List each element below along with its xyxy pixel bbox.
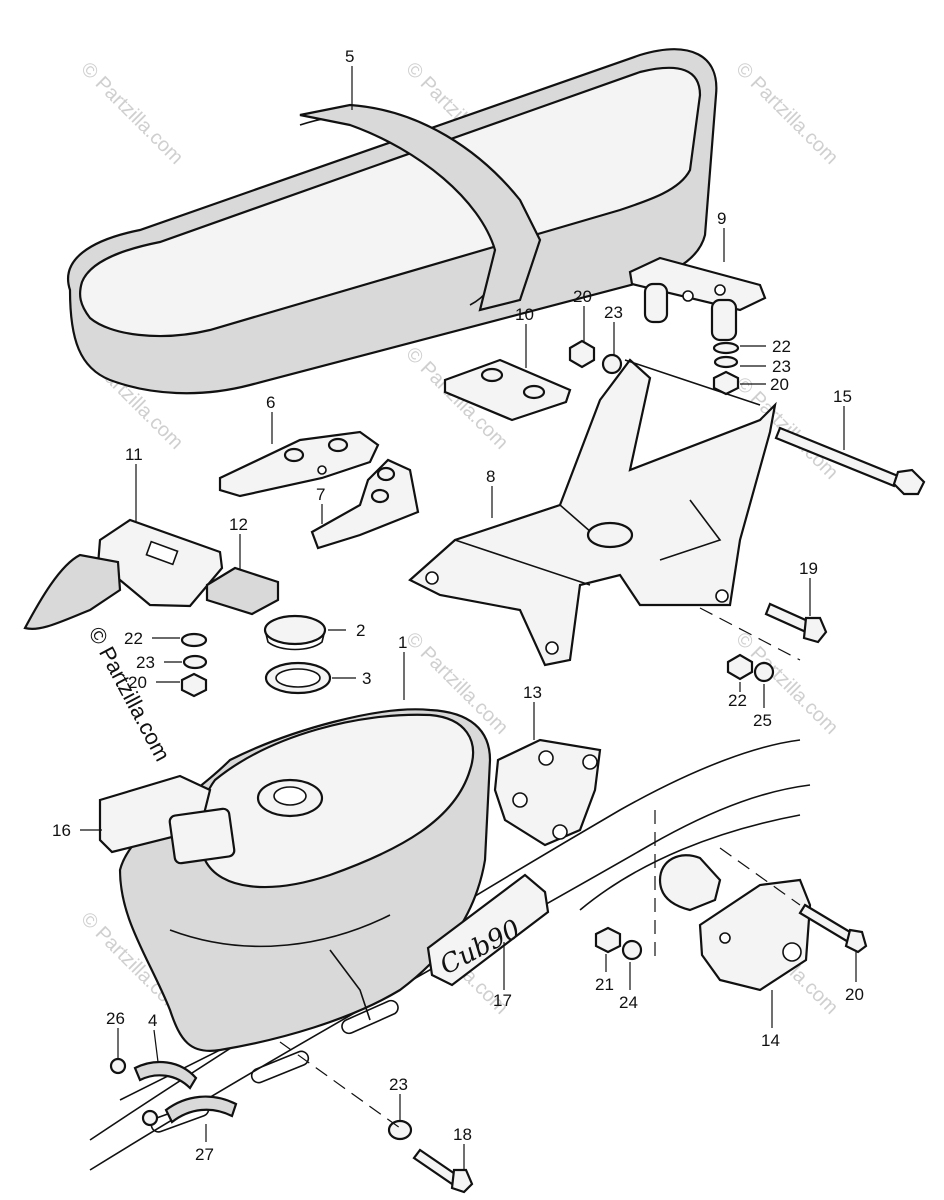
- seat-lock-11: [23, 518, 224, 630]
- callout-22: 22: [728, 691, 747, 710]
- plate-7: [310, 458, 420, 550]
- hinge-14: [654, 810, 812, 992]
- callout-12: 12: [229, 515, 248, 534]
- callout-19: 19: [799, 559, 818, 578]
- hardware-upper: [568, 339, 740, 396]
- callout-27: 27: [195, 1145, 214, 1164]
- tube-27: [141, 1095, 238, 1127]
- gasket-3: [264, 661, 332, 695]
- callout-8: 8: [486, 467, 495, 486]
- callout-20: 20: [770, 375, 789, 394]
- callout-1: 1: [398, 633, 407, 652]
- callout-20: 20: [845, 985, 864, 1004]
- seat: [67, 48, 718, 395]
- callout-16: 16: [52, 821, 71, 840]
- callout-4: 4: [148, 1011, 157, 1030]
- callout-10: 10: [515, 305, 534, 324]
- bracket-13: [493, 738, 602, 847]
- seat-bracket-9: [628, 256, 767, 342]
- plate-10: [443, 358, 572, 422]
- callout-25: 25: [753, 711, 772, 730]
- callout-2: 2: [356, 621, 365, 640]
- watermark: © Partzilla.com: [731, 58, 842, 169]
- bolt-19: [764, 602, 828, 644]
- callout-13: 13: [523, 683, 542, 702]
- callout-24: 24: [619, 993, 638, 1012]
- tube-4: [109, 1057, 198, 1090]
- tank-body-1: [118, 708, 492, 1053]
- hinge-bracket-8: [408, 358, 777, 667]
- callout-15: 15: [833, 387, 852, 406]
- plate-6: [218, 430, 380, 498]
- callout-14: 14: [761, 1031, 780, 1050]
- callout-23: 23: [772, 357, 791, 376]
- watermark: © Partzilla.com: [76, 58, 187, 169]
- bolt-20-lower: [719, 847, 868, 954]
- watermark: © Partzilla.com: [731, 628, 842, 739]
- callout-6: 6: [266, 393, 275, 412]
- callout-5: 5: [345, 47, 354, 66]
- callout-3: 3: [362, 669, 371, 688]
- callout-20: 20: [573, 287, 592, 306]
- callout-22: 22: [772, 337, 791, 356]
- leader-lines: [80, 66, 857, 1170]
- callout-11: 11: [125, 445, 143, 464]
- callout-7: 7: [316, 485, 325, 504]
- callout-23: 23: [389, 1075, 408, 1094]
- callout-9: 9: [717, 209, 726, 228]
- callout-18: 18: [453, 1125, 472, 1144]
- hardware-left: [180, 632, 208, 698]
- callout-21: 21: [595, 975, 614, 994]
- callout-17: 17: [493, 991, 512, 1010]
- bolt-15: [774, 426, 926, 496]
- callout-23: 23: [604, 303, 623, 322]
- callout-20: 20: [128, 673, 147, 692]
- hardware-lower-mid: [594, 926, 643, 961]
- callouts: 5 9 20 23 10 22 23 20 15 6 11 8 7 12 19 …: [52, 47, 864, 1164]
- rubber-block-12: [205, 566, 280, 616]
- callout-23: 23: [136, 653, 155, 672]
- hardware-bottom: [279, 1041, 474, 1194]
- callout-26: 26: [106, 1009, 125, 1028]
- hardware-right: [699, 607, 801, 683]
- cap-2: [263, 614, 327, 651]
- strap-16: [98, 774, 236, 865]
- callout-22: 22: [124, 629, 143, 648]
